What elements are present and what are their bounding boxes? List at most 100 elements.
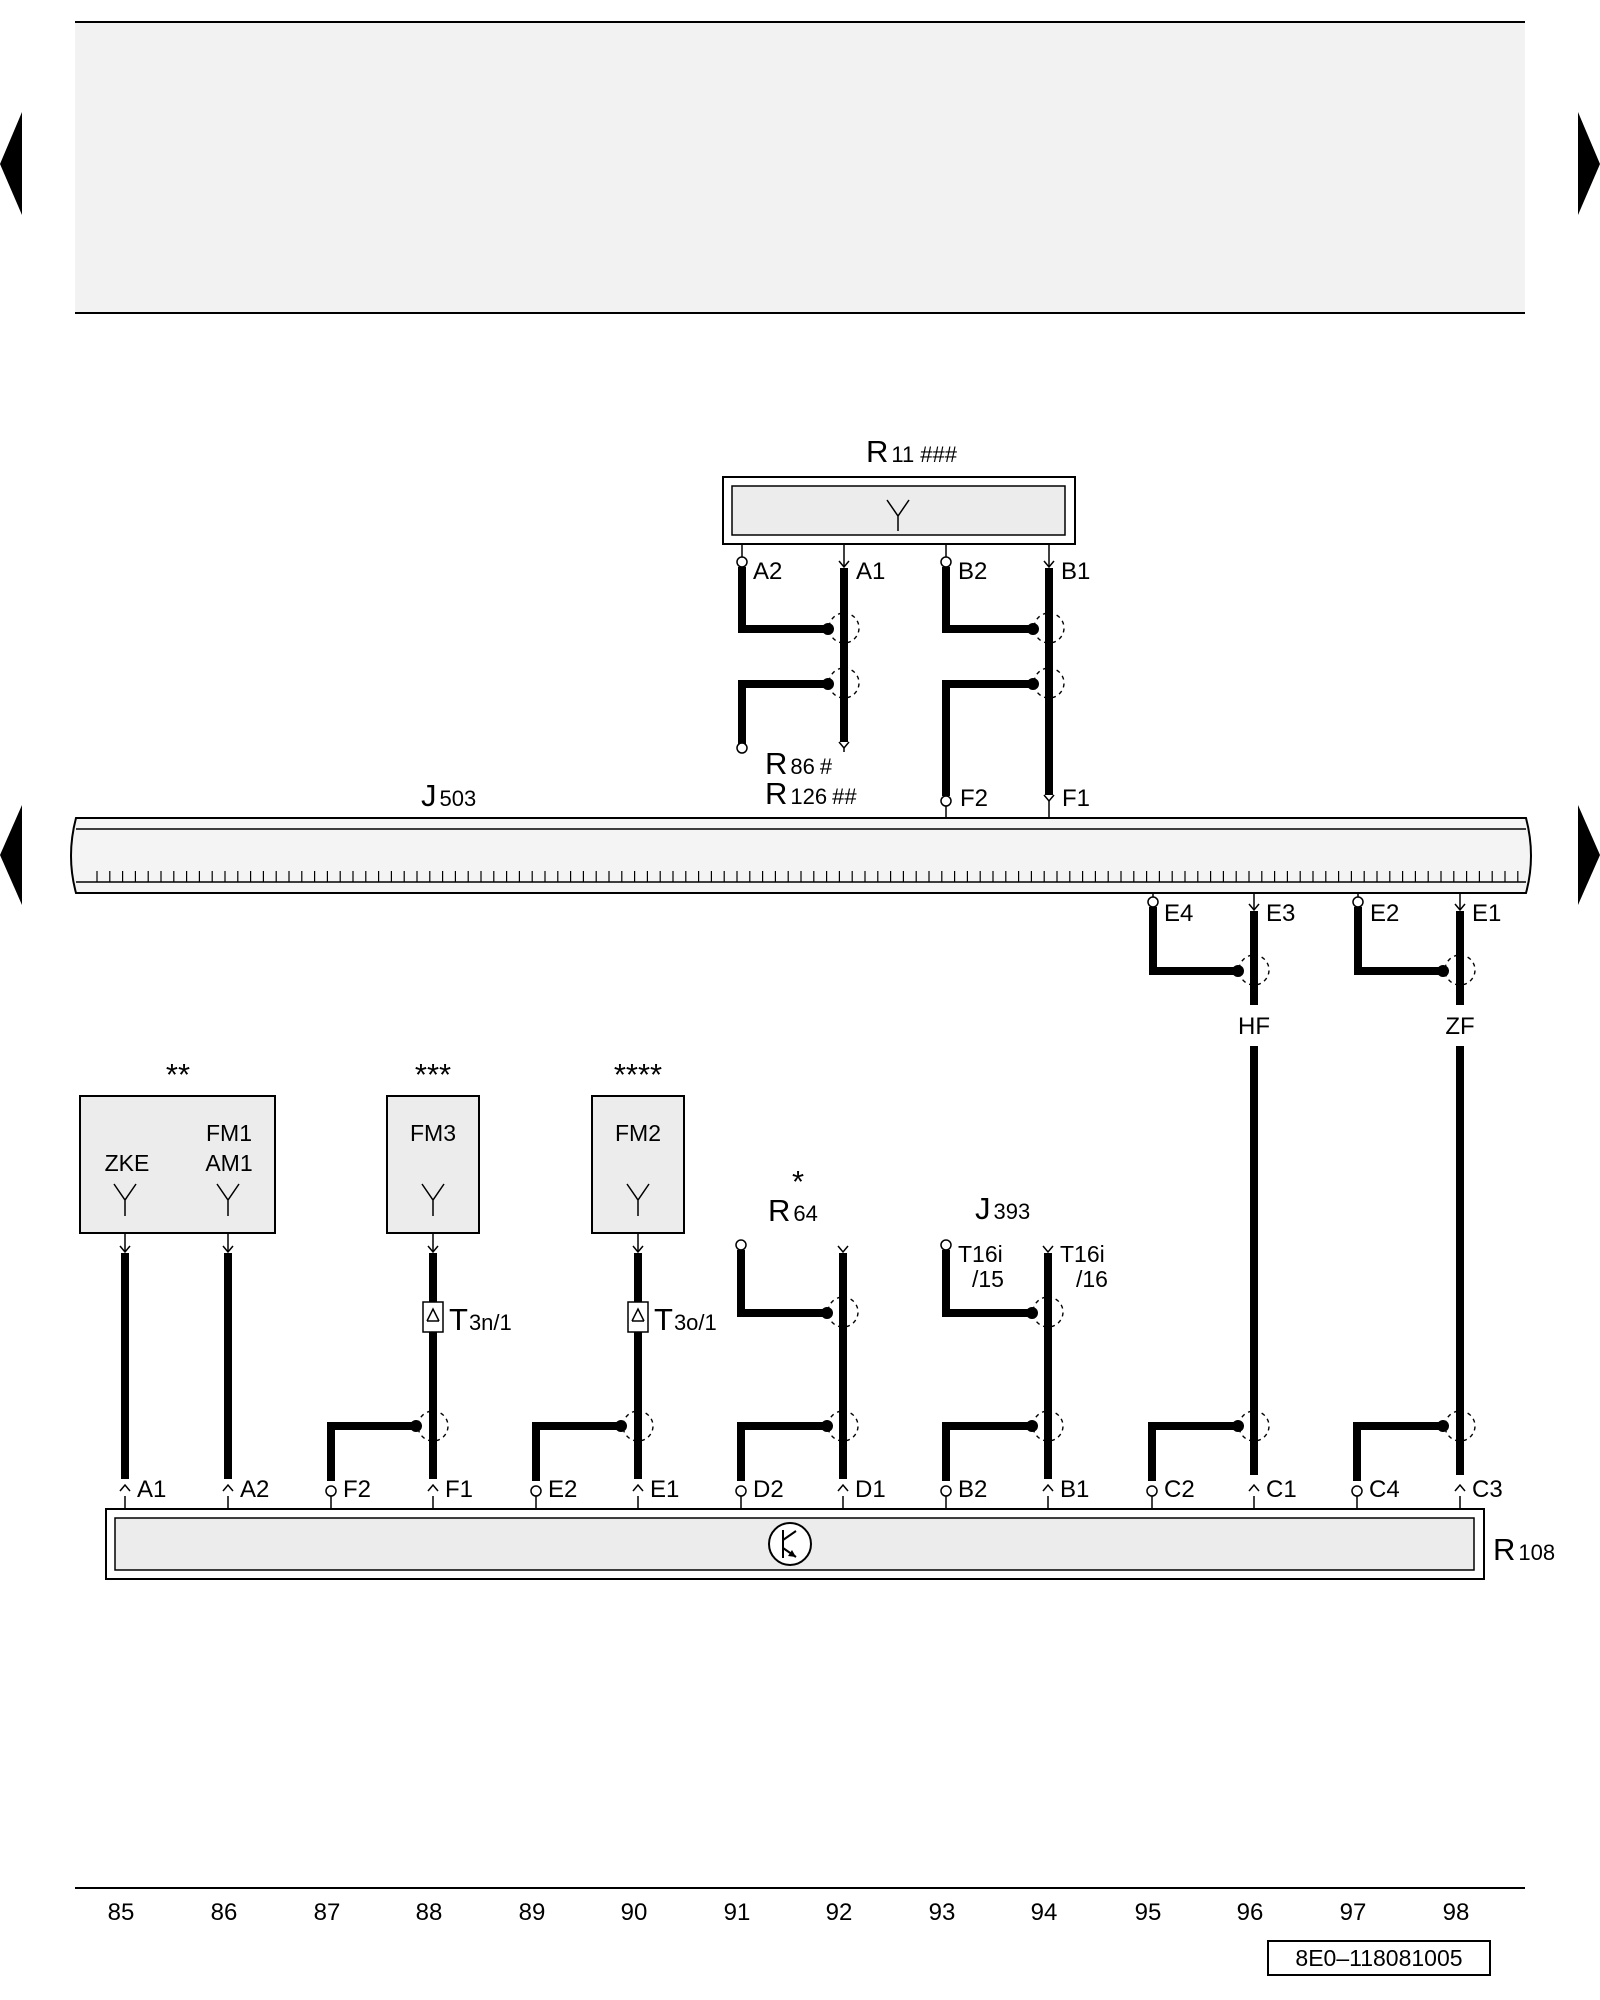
r108-transistor-icon [768,1522,812,1566]
column-number: 97 [1340,1899,1367,1926]
column-number: 91 [724,1899,751,1926]
j503-bottom-wiring: E4 E3 E2 E1 HF ZF [1147,893,1501,1475]
r108-number: 108 [1518,1540,1555,1565]
prev-page-arrow-icon[interactable] [0,112,22,215]
r108-terminal-circle [530,1485,542,1497]
r86-letter: R [765,746,787,781]
r86-mark: # [820,754,833,779]
column-number: 98 [1443,1899,1470,1926]
r108-terminal-arrow [119,1483,131,1492]
r126-number: 126 [790,784,827,809]
next-page-arrow-icon[interactable] [1578,112,1600,215]
svg-text:T3n/1: T3n/1 [449,1302,512,1337]
r108-pin-label: C1 [1266,1476,1297,1503]
r108-pin-label: D1 [855,1476,886,1503]
r108-pin-label: E1 [650,1476,679,1503]
t3o-main: T [654,1302,673,1337]
r108-pin-label: F1 [445,1476,473,1503]
r11-antenna-icon [886,499,910,531]
box-fm2-mark: **** [614,1057,662,1092]
r108-terminal-circle [1351,1485,1363,1497]
t16i-16-line1: T16i [1060,1241,1105,1267]
r108-pin-label: A2 [240,1476,269,1503]
r108-pin-label: C4 [1369,1476,1400,1503]
j503-pin-e4: E4 [1164,900,1193,927]
r108-terminal-circle [735,1485,747,1497]
t3n-main: T [449,1302,468,1337]
fm2-antenna-icon [626,1183,650,1216]
next-row-arrow-icon[interactable] [1578,805,1600,905]
box-fm2: **** FM2 [591,1057,685,1234]
t3n-sub: 3n/1 [469,1310,512,1335]
r108-terminal-arrow [222,1483,234,1492]
column-number: 86 [211,1899,238,1926]
box-fm3-label: FM3 [410,1120,456,1146]
prev-row-arrow-icon[interactable] [0,805,22,905]
svg-text:R11###: R11### [866,434,958,469]
column-number: 87 [314,1899,341,1926]
r11-mark: ### [920,442,957,467]
box-am1-label: AM1 [205,1150,252,1176]
t16i-16-line2: /16 [1076,1266,1108,1292]
box-zke-mark: ** [166,1057,190,1092]
column-number: 90 [621,1899,648,1926]
r64-number: 64 [793,1201,817,1226]
t16i-15-line2: /15 [972,1266,1004,1292]
column-number: 95 [1135,1899,1162,1926]
diagram-code: 8E0–118081005 [1295,1945,1462,1971]
zke-antenna-icon [113,1183,137,1216]
column-number: 85 [108,1899,135,1926]
r108-terminal-circle [1146,1485,1158,1497]
r86-number: 86 [790,754,814,779]
r11-number: 11 [891,442,914,467]
r11-letter: R [866,434,888,469]
r108-terminal-circle [325,1485,337,1497]
svg-text:R64: R64 [768,1193,818,1228]
r108-terminal-arrow [837,1483,849,1492]
box-fm1-label: FM1 [206,1120,252,1146]
r64-mark: * [792,1164,804,1199]
r108-pin-label: B2 [958,1476,987,1503]
r108-pin-label: A1 [137,1476,166,1503]
am1-antenna-icon [216,1183,240,1216]
r108-terminal-arrow [1248,1483,1260,1492]
box-zke-am1: ** ZKE FM1 AM1 [79,1057,276,1234]
j393-number: 393 [994,1199,1031,1224]
r108-pin-label: C3 [1472,1476,1503,1503]
r108-terminal-arrow [1042,1483,1054,1492]
j503-pin-e3: E3 [1266,900,1295,927]
r108-terminal-arrow [427,1483,439,1492]
r108-pin-label: C2 [1164,1476,1195,1503]
column-number: 93 [929,1899,956,1926]
svg-text:R86#: R86# [765,746,833,781]
r11-pin-b1: B1 [1061,558,1090,585]
r108-terminal-arrow [1454,1483,1466,1492]
t3o-sub: 3o/1 [674,1310,717,1335]
column-number: 94 [1031,1899,1058,1926]
lower-wiring: T3n/1 T3o/1 T16i /15 T16i / [119,1233,1503,1509]
box-fm2-label: FM2 [615,1120,661,1146]
box-fm3-mark: *** [415,1057,451,1092]
r126-mark: ## [832,784,857,809]
j503-pin-f2: F2 [960,785,988,812]
column-number: 89 [519,1899,546,1926]
r108-pin-label: D2 [753,1476,784,1503]
j503-pin-e1: E1 [1472,900,1501,927]
r108-terminal-arrow [632,1483,644,1492]
j503-letter: J [421,778,437,813]
r11-pin-a2: A2 [753,558,782,585]
r108-pin-label: F2 [343,1476,371,1503]
box-fm3: *** FM3 [386,1057,480,1234]
diagram-code-box [1267,1940,1491,1976]
